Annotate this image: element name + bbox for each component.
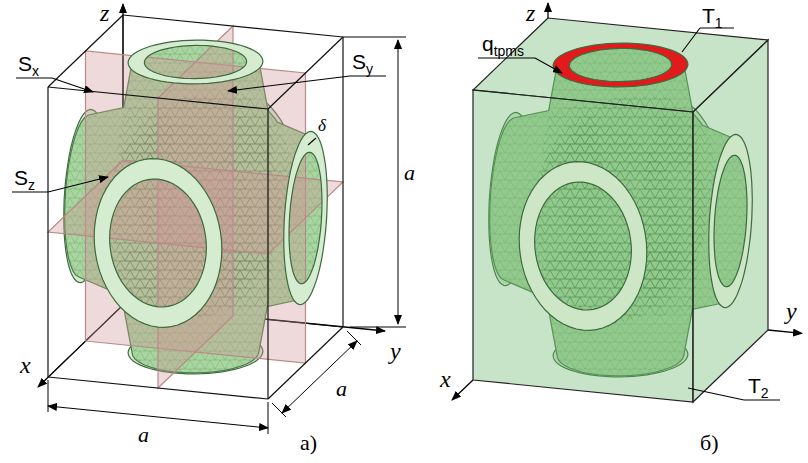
dimension-label: a (404, 160, 415, 186)
cube-edge (48, 15, 123, 87)
section-label: Sz (14, 166, 35, 190)
flux-label: qtpms (482, 32, 524, 56)
tpms-cell-in-box (473, 18, 768, 402)
face-ring (94, 159, 222, 328)
box-face (693, 40, 768, 402)
cube-edge (342, 37, 343, 327)
dimension-lines (48, 37, 406, 434)
cube-edge (267, 109, 268, 399)
box-face (473, 90, 693, 402)
panel-label: б) (700, 430, 719, 456)
face-ring (519, 162, 647, 331)
face-ring (284, 131, 328, 304)
tpms-cell-sections (48, 15, 343, 399)
thickness-label: δ (318, 116, 326, 136)
leader-lines (12, 28, 780, 400)
cube-edge (48, 377, 268, 399)
axis-label: x (440, 366, 451, 393)
axis-label: y (390, 338, 401, 365)
axis-label: x (20, 352, 31, 379)
dimension-label: a (336, 376, 347, 402)
section-label: Sy (352, 50, 373, 74)
cube-edge (268, 37, 343, 109)
boundary-label: T2 (748, 374, 769, 398)
face-ring (128, 40, 263, 84)
panel-label: а) (300, 430, 317, 456)
axis-label: z (100, 0, 109, 27)
cube-edge (47, 87, 48, 377)
cube-edge (268, 327, 343, 399)
section-label: Sx (18, 52, 39, 76)
face-ring (709, 134, 753, 307)
axis-label: y (786, 298, 797, 325)
dimension-label: a (138, 422, 149, 448)
cube-edge (123, 15, 343, 37)
face-ring (553, 43, 688, 87)
axis-label: z (526, 0, 535, 27)
boundary-label: T1 (702, 4, 723, 28)
